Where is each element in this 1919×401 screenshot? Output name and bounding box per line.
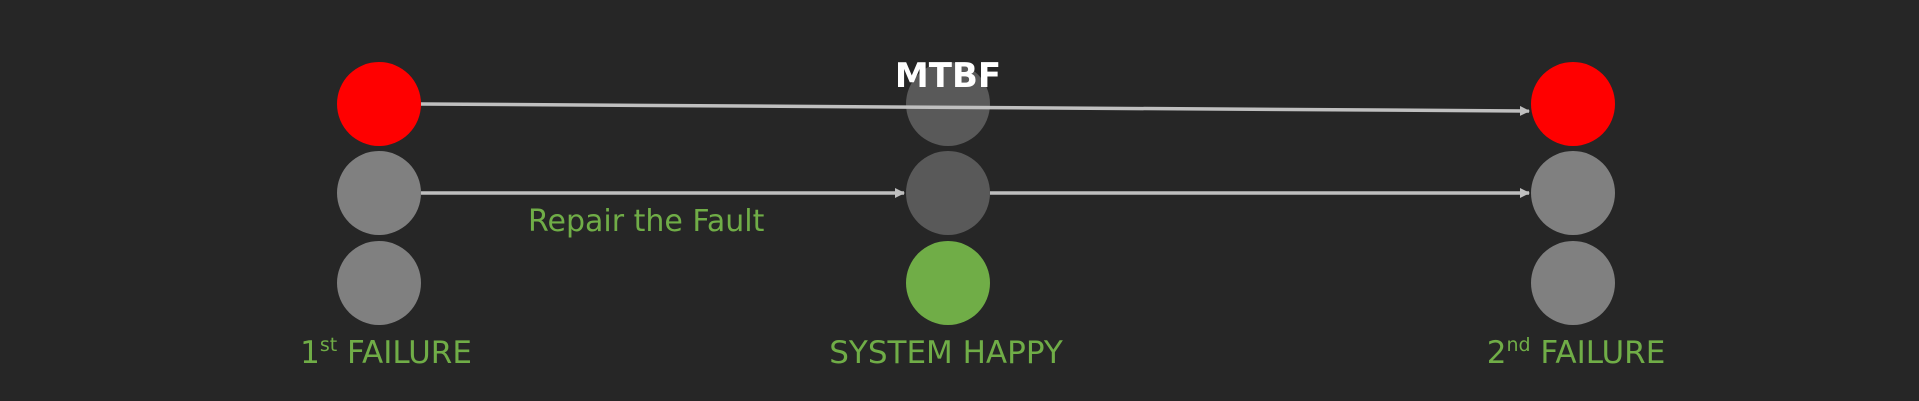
system-happy-top-light (906, 62, 990, 146)
system-happy-middle-light (906, 151, 990, 235)
system-happy-label-text: SYSTEM HAPPY (829, 335, 1063, 371)
first-failure-top-light (337, 62, 421, 146)
second-failure-label-text: FAILURE (1530, 335, 1666, 371)
second-failure-bottom-light (1531, 241, 1615, 325)
first-failure-label-number: 1 (300, 335, 320, 371)
system-happy-signal (906, 62, 990, 325)
second-failure-label-number: 2 (1486, 335, 1507, 371)
first-failure-middle-light (337, 151, 421, 235)
mtbf-label: MTBF (894, 56, 1002, 96)
repair-label: Repair the Fault (528, 204, 765, 239)
second-failure-signal (1531, 62, 1615, 325)
first-failure-label: 1st FAILURE (300, 335, 472, 371)
second-failure-label: 2nd FAILURE (1487, 335, 1666, 371)
first-failure-signal (337, 62, 421, 325)
second-failure-label-suffix: nd (1506, 334, 1531, 356)
system-happy-bottom-light (906, 241, 990, 325)
first-failure-label-suffix: st (319, 334, 338, 356)
mtbf-arrow (420, 102, 1530, 116)
second-failure-top-light (1531, 62, 1615, 146)
first-failure-label-text: FAILURE (337, 335, 472, 371)
system-happy-label: SYSTEM HAPPY (829, 335, 1063, 371)
second-failure-middle-light (1531, 151, 1615, 235)
first-failure-bottom-light (337, 241, 421, 325)
